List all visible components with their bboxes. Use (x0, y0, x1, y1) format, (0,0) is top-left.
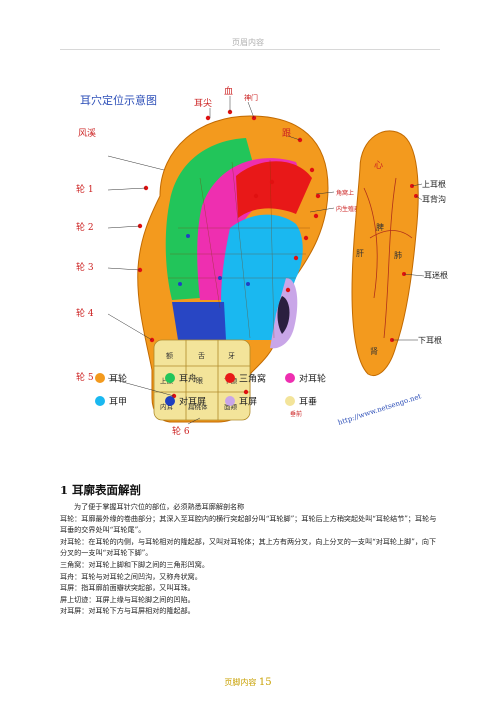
back-label-ermigen: 耳迷根 (424, 270, 448, 280)
callout-lun3: 轮 3 (76, 261, 94, 273)
ear-acupoint-figure: 耳穴定位示意图 额 舌 牙 上颌 眼 下颌 内耳 扁 (60, 78, 450, 438)
back-label-pi: 脾 (376, 222, 384, 232)
legend-swatch (225, 396, 235, 406)
callout-xue: 血 (224, 85, 233, 97)
legend-swatch (225, 373, 235, 383)
legend-swatch (95, 396, 105, 406)
back-label-xin: 心 (374, 160, 383, 171)
page-header: 页眉内容 (232, 38, 264, 47)
legend-label: 耳轮 (109, 373, 127, 385)
legend-swatch (285, 373, 295, 383)
paragraph-antihelix: 对耳轮：在耳轮的内侧，与耳轮相对的隆起部，又叫对耳轮体；其上方有两分叉，向上分叉… (60, 536, 437, 558)
lobe-label-mianjia: 面颊 (224, 402, 238, 411)
back-label-shangergen: 上耳根 (422, 179, 446, 189)
paragraph-tragus: 耳屏：指耳廓前面瓣状突起部，又叫耳珠。 (60, 583, 195, 593)
figure-title: 耳穴定位示意图 (80, 93, 157, 107)
callout-lun1: 轮 1 (76, 183, 94, 195)
section-body: 为了便于掌握耳针穴位的部位，必须熟悉耳廓解剖名称 耳轮：耳廓最外缘的卷曲部分；其… (60, 501, 440, 617)
legend-label: 对耳屏 (179, 396, 206, 408)
legend-label: 耳垂 (299, 396, 317, 408)
legend-swatch (165, 396, 175, 406)
paragraph-helix: 耳轮：耳廓最外缘的卷曲部分；其深入至耳腔内的横行突起部分叫“耳轮脚”；耳轮后上方… (60, 513, 437, 535)
paragraph-scapha: 耳舟：耳轮与对耳轮之间凹沟，又称舟状窝。 (60, 571, 202, 581)
lobe-label-neier: 内耳 (160, 402, 174, 411)
callout-lines (107, 96, 335, 425)
paragraph-intro: 为了便于掌握耳针穴位的部位，必须熟悉耳廓解剖名称 (74, 502, 245, 511)
ear-antitragus-region (172, 302, 226, 340)
legend-label: 对耳轮 (299, 373, 326, 385)
intertragic-notch (277, 296, 290, 334)
callout-neishengzhiqi: 内生殖器 (336, 205, 360, 213)
callout-ershuan: 耳尖 (194, 97, 212, 109)
header-divider (60, 49, 440, 50)
back-label-shen: 肾 (370, 347, 378, 356)
legend-label: 耳屏 (239, 397, 257, 408)
legend-label: 耳舟 (179, 373, 197, 385)
paragraph-triangular-fossa: 三角窝：对耳轮上脚和下脚之间的三角形凹窝。 (60, 559, 209, 569)
callout-lun6: 轮 6 (172, 425, 190, 437)
acupoint-dots-blue (178, 234, 250, 286)
footer-text: 页脚内容 (224, 678, 257, 687)
back-label-gan: 肝 (356, 249, 364, 258)
ear-triangular-fossa-region (236, 161, 312, 218)
callout-shenmen: 神门 (244, 93, 258, 102)
back-label-fei: 肺 (394, 251, 402, 260)
watermark: http://www.netsengo.net (337, 392, 422, 427)
legend-swatch (165, 373, 175, 383)
lobe-label-she: 舌 (198, 351, 205, 360)
legend-label: 三角窝 (239, 373, 266, 385)
callout-lun2: 轮 2 (76, 221, 94, 233)
lobe-label-biantaoti: 扁桃体 (188, 402, 208, 411)
legend-swatch (95, 373, 105, 383)
lobe-label-yan: 眼 (196, 377, 203, 385)
legend-swatch (285, 396, 295, 406)
page-footer: 页脚内容 15 (0, 677, 496, 688)
lobe-label-e: 额 (166, 351, 173, 360)
lobe-label-ya: 牙 (228, 352, 235, 360)
ear-point-grid (168, 159, 310, 339)
callout-fengxi: 风溪 (78, 127, 96, 139)
callout-lun4: 轮 4 (76, 307, 94, 319)
callout-gen: 跟 (282, 128, 291, 139)
paragraph-supratragic-notch: 屏上切迹：耳屏上缘与耳轮脚之间的凹陷。 (60, 594, 195, 604)
ear-back-view (351, 130, 419, 376)
back-label-xiaergen: 下耳根 (418, 335, 442, 345)
section-title: 1 耳廓表面解剖 (60, 483, 142, 497)
callout-chui: 垂前 (290, 410, 302, 418)
callout-jiaowoshang: 角窝上 (336, 189, 354, 197)
legend-label: 耳甲 (109, 397, 127, 408)
paragraph-antitragus: 对耳屏：对耳轮下方与耳屏相对的隆起部。 (60, 606, 195, 616)
ear-diagram: 耳穴定位示意图 额 舌 牙 上颌 眼 下颌 内耳 扁 (76, 85, 448, 437)
back-label-erbeigou: 耳背沟 (422, 194, 446, 204)
callout-lun5: 轮 5 (76, 371, 94, 383)
page-number: 15 (258, 677, 272, 688)
